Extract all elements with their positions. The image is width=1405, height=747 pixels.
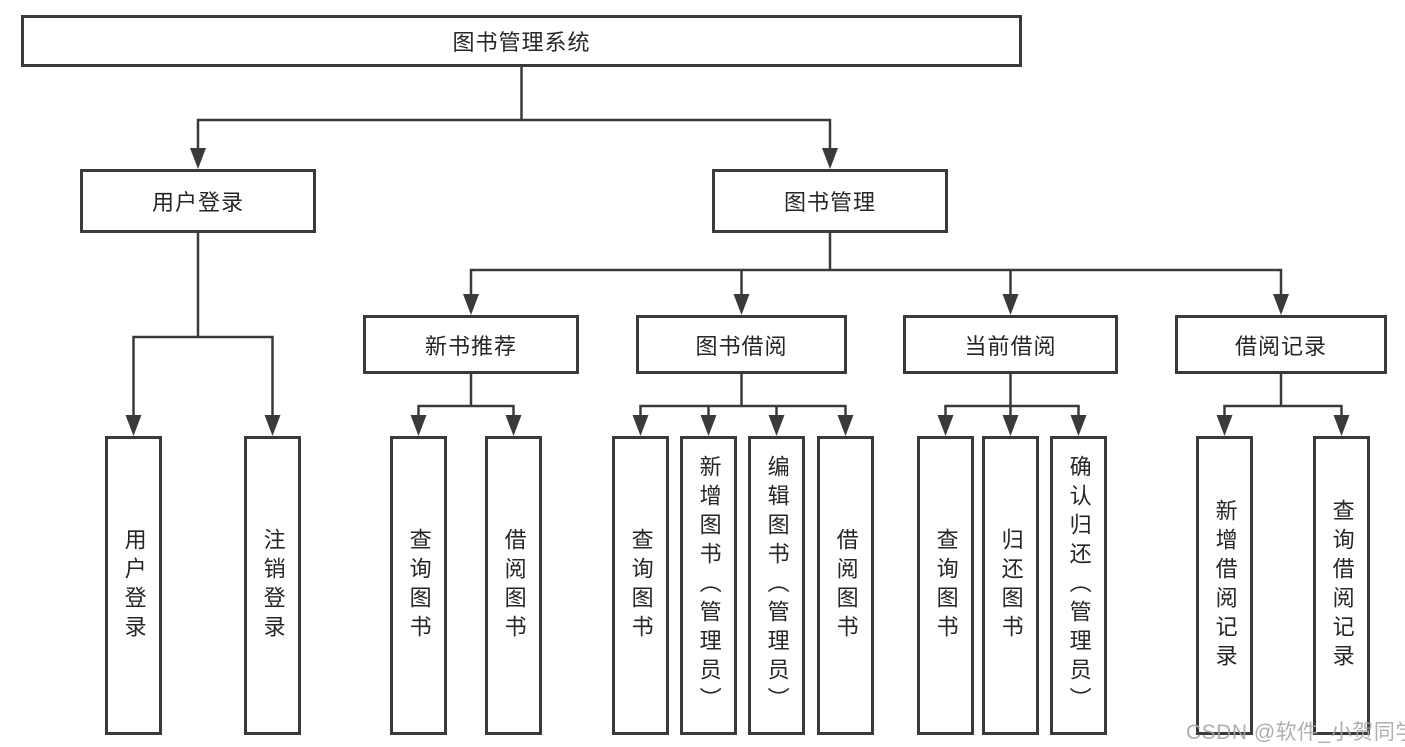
node-label: 新书推荐 [424,333,517,359]
node-label: 图书借阅 [695,333,788,359]
leaf-label: 查询借阅记录 [1329,498,1355,673]
leaf-add-borrow-record: 新增借阅记录 [1196,436,1253,735]
node-book-management: 图书管理 [712,169,948,233]
leaf-query-books: 查询图书 [917,436,974,735]
leaf-label: 编辑图书（管理员） [764,455,790,716]
leaf-borrow-books: 借阅图书 [485,436,542,735]
node-label: 图书管理 [783,190,876,215]
leaf-label: 查询图书 [628,527,654,644]
node-label: 图书管理系统 [452,30,591,55]
leaf-label: 新增借阅记录 [1212,498,1238,673]
leaf-user-login: 用户登录 [105,436,162,735]
node-book-borrowing: 图书借阅 [636,315,847,374]
leaf-label: 查询图书 [406,527,432,644]
node-label: 借阅记录 [1234,333,1327,359]
node-user-login: 用户登录 [80,169,316,233]
leaf-label: 确认归还（管理员） [1066,455,1092,716]
leaf-edit-books-admin: 编辑图书（管理员） [748,436,805,735]
leaf-label: 用户登录 [121,527,147,644]
leaf-label: 借阅图书 [833,527,859,644]
leaf-confirm-return-admin: 确认归还（管理员） [1050,436,1107,735]
leaf-label: 查询图书 [933,527,959,644]
leaf-query-borrow-record: 查询借阅记录 [1313,436,1370,735]
leaf-label: 新增图书（管理员） [696,455,722,716]
node-label: 当前借阅 [964,333,1057,359]
watermark: CSDN @软件_小贺同学 [1186,721,1405,744]
leaf-query-books: 查询图书 [612,436,669,735]
leaf-borrow-books: 借阅图书 [817,436,874,735]
leaf-query-books: 查询图书 [390,436,447,735]
node-new-book-recommendation: 新书推荐 [363,315,579,374]
node-current-borrowing: 当前借阅 [903,315,1118,374]
leaf-label: 注销登录 [260,527,286,644]
leaf-add-books-admin: 新增图书（管理员） [680,436,737,735]
leaf-logout: 注销登录 [244,436,301,735]
node-library-management-system: 图书管理系统 [21,15,1022,67]
node-borrowing-records: 借阅记录 [1175,315,1387,374]
leaf-return-books: 归还图书 [982,436,1039,735]
leaf-label: 借阅图书 [501,527,527,644]
leaf-label: 归还图书 [998,527,1024,644]
node-label: 用户登录 [151,190,244,215]
